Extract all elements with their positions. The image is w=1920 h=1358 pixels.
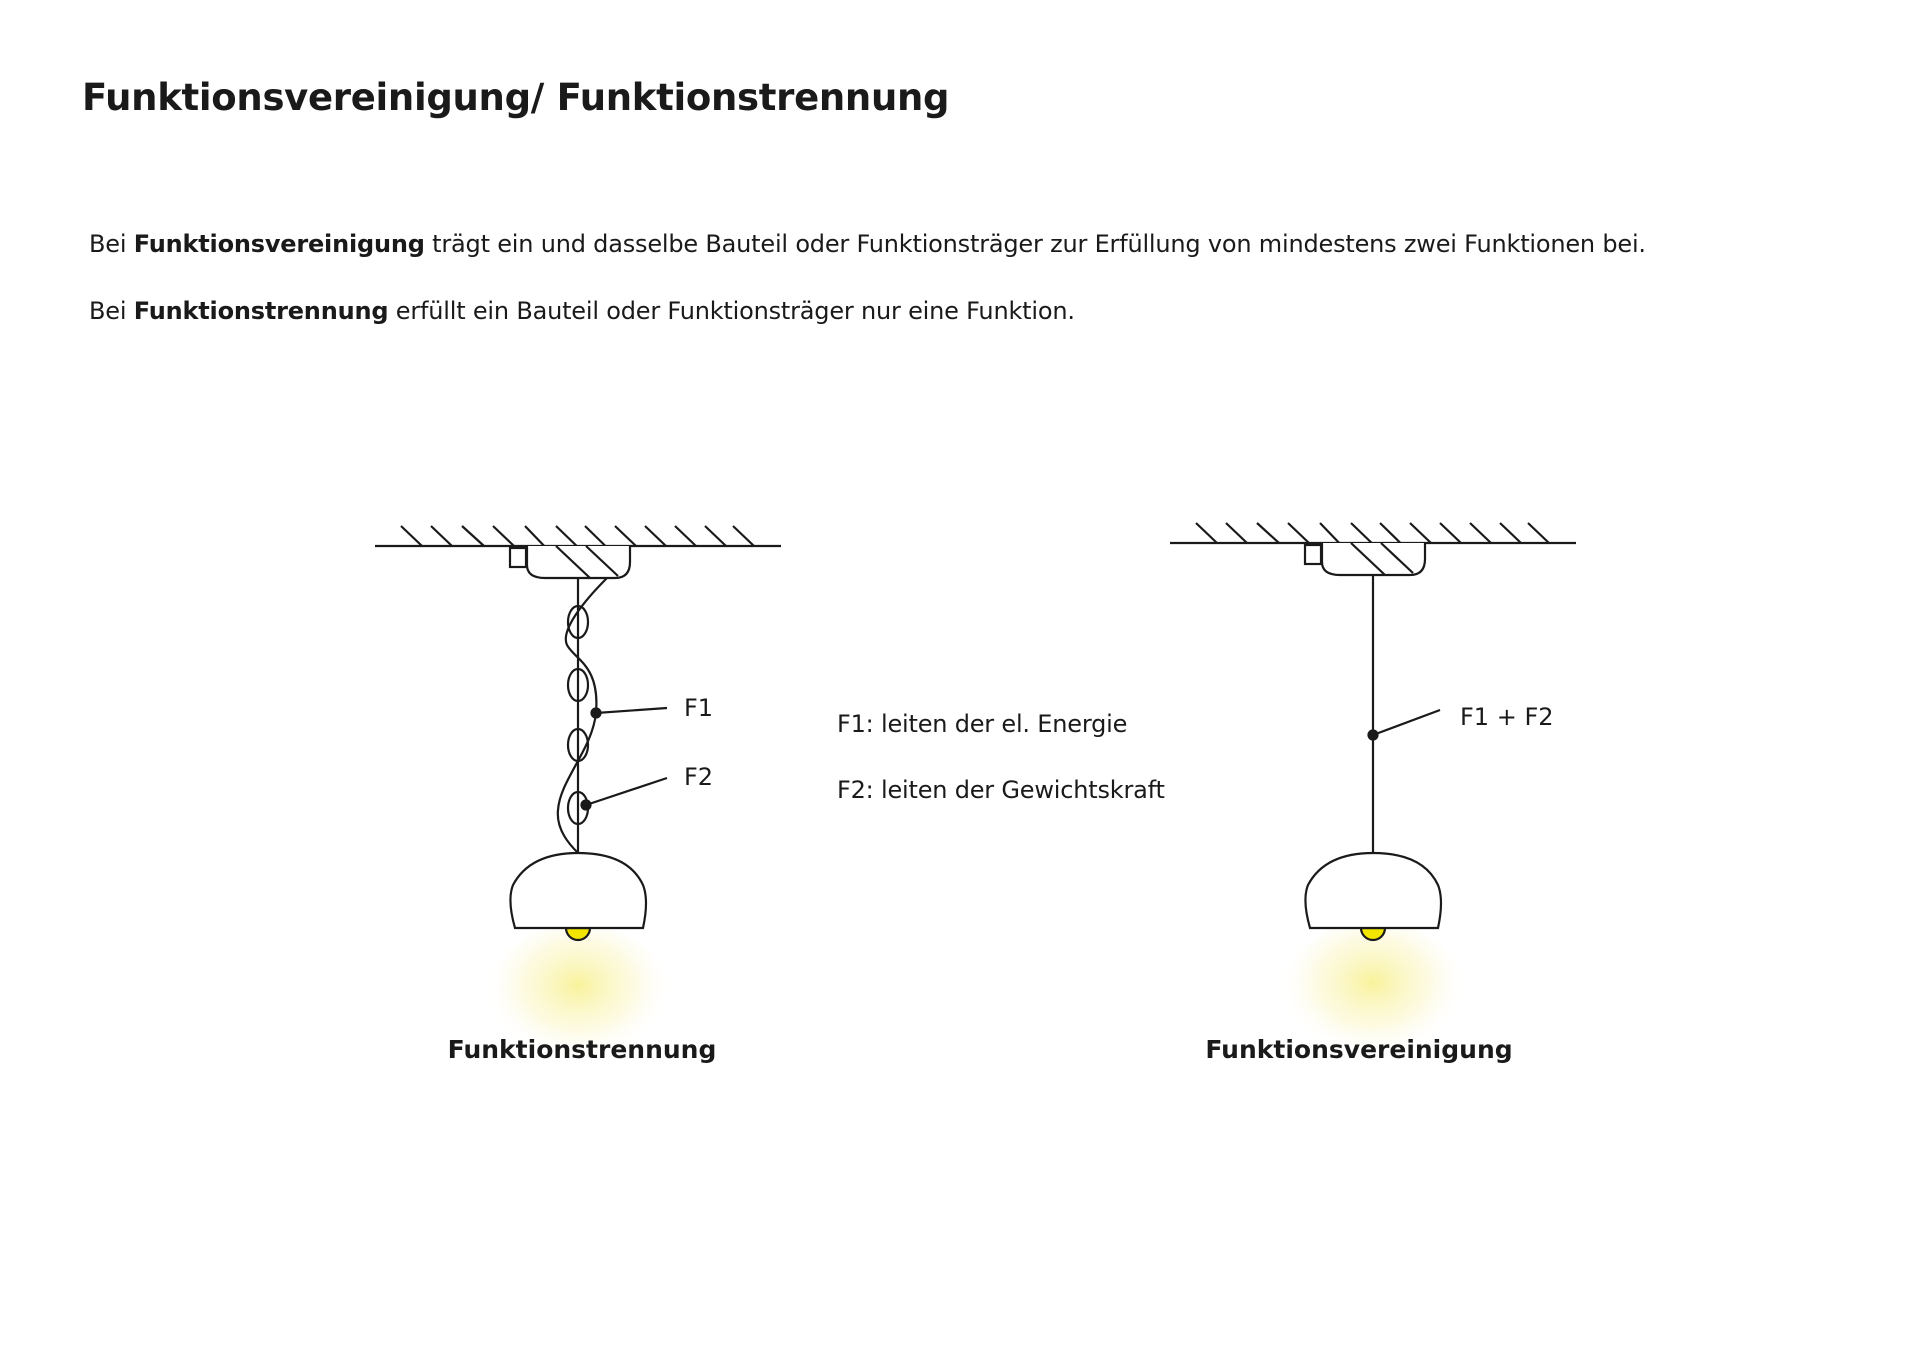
ceiling bbox=[375, 525, 781, 580]
term: Funktionsvereinigung bbox=[133, 230, 425, 258]
lamp-shade bbox=[509, 851, 648, 930]
diagram-funktionstrennung bbox=[375, 525, 781, 1075]
label-f1: F1 bbox=[684, 694, 714, 722]
light-glow bbox=[483, 925, 673, 1075]
definition-funktionstrennung: Bei Funktionstrennung erfüllt ein Bautei… bbox=[89, 297, 1075, 325]
diagram-funktionsvereinigung bbox=[1170, 522, 1576, 1072]
socket bbox=[1303, 543, 1323, 566]
text: Bei bbox=[89, 297, 134, 325]
label-f1-f2: F1 + F2 bbox=[1460, 703, 1554, 731]
lamp-shade bbox=[1304, 851, 1443, 930]
bulb bbox=[564, 926, 592, 942]
caption-funktionsvereinigung: Funktionsvereinigung bbox=[1205, 1035, 1513, 1064]
text: Bei bbox=[89, 230, 134, 258]
ceiling bbox=[1170, 522, 1576, 577]
caption-funktionstrennung: Funktionstrennung bbox=[447, 1035, 717, 1064]
term: Funktionstrennung bbox=[133, 297, 389, 325]
socket bbox=[508, 546, 528, 569]
bulb bbox=[1359, 926, 1387, 942]
text: trägt ein und dasselbe Bauteil oder Funk… bbox=[424, 230, 1646, 258]
legend-f1: F1: leiten der el. Energie bbox=[837, 710, 1128, 738]
definition-funktionsvereinigung: Bei Funktionsvereinigung trägt ein und d… bbox=[89, 230, 1646, 258]
legend-f2: F2: leiten der Gewichtskraft bbox=[837, 776, 1165, 804]
text: erfüllt ein Bauteil oder Funktionsträger… bbox=[388, 297, 1075, 325]
label-f2: F2 bbox=[684, 763, 714, 791]
light-glow bbox=[1278, 922, 1468, 1072]
page-title: Funktionsvereinigung/ Funktionstrennung bbox=[82, 76, 950, 119]
